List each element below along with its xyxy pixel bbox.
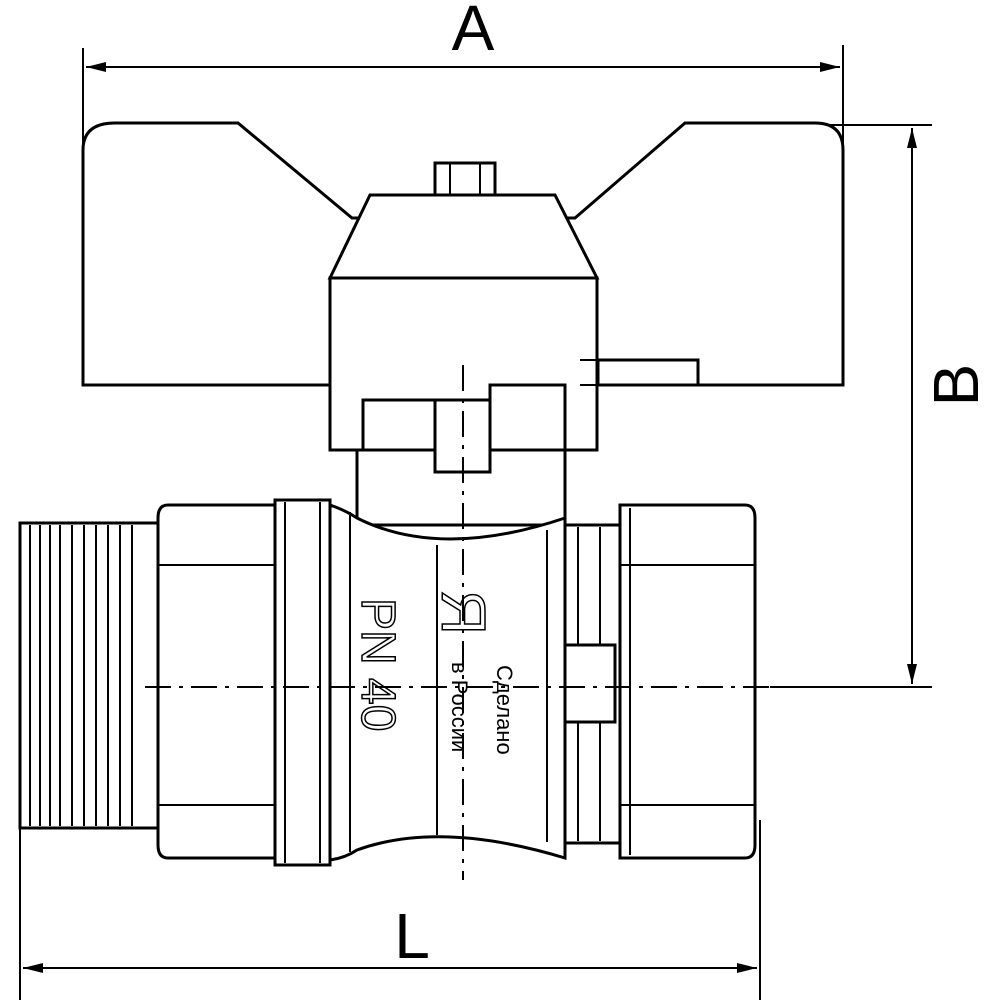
dimension-b: B <box>770 124 992 688</box>
thread-lines <box>29 525 133 826</box>
made-in-line2: в России <box>447 662 472 752</box>
right-hex-nut <box>618 503 757 860</box>
stop-lug <box>563 643 617 724</box>
dimension-a: A <box>82 0 844 230</box>
dimension-l-label: L <box>394 900 430 972</box>
male-thread <box>18 521 160 830</box>
left-hex-nut <box>156 503 277 860</box>
valve-body <box>18 498 757 867</box>
ball-housing <box>328 502 567 862</box>
left-collar <box>273 498 332 867</box>
butterfly-handle <box>81 121 845 452</box>
pressure-marking: PN 40 <box>351 598 404 731</box>
dimension-a-label: A <box>452 0 495 64</box>
dimension-l: L <box>19 820 761 1000</box>
dimension-b-label: B <box>920 364 992 407</box>
made-in-line1: Сделано <box>492 665 517 755</box>
stop-plate <box>596 358 700 387</box>
stem-nut <box>433 161 497 197</box>
